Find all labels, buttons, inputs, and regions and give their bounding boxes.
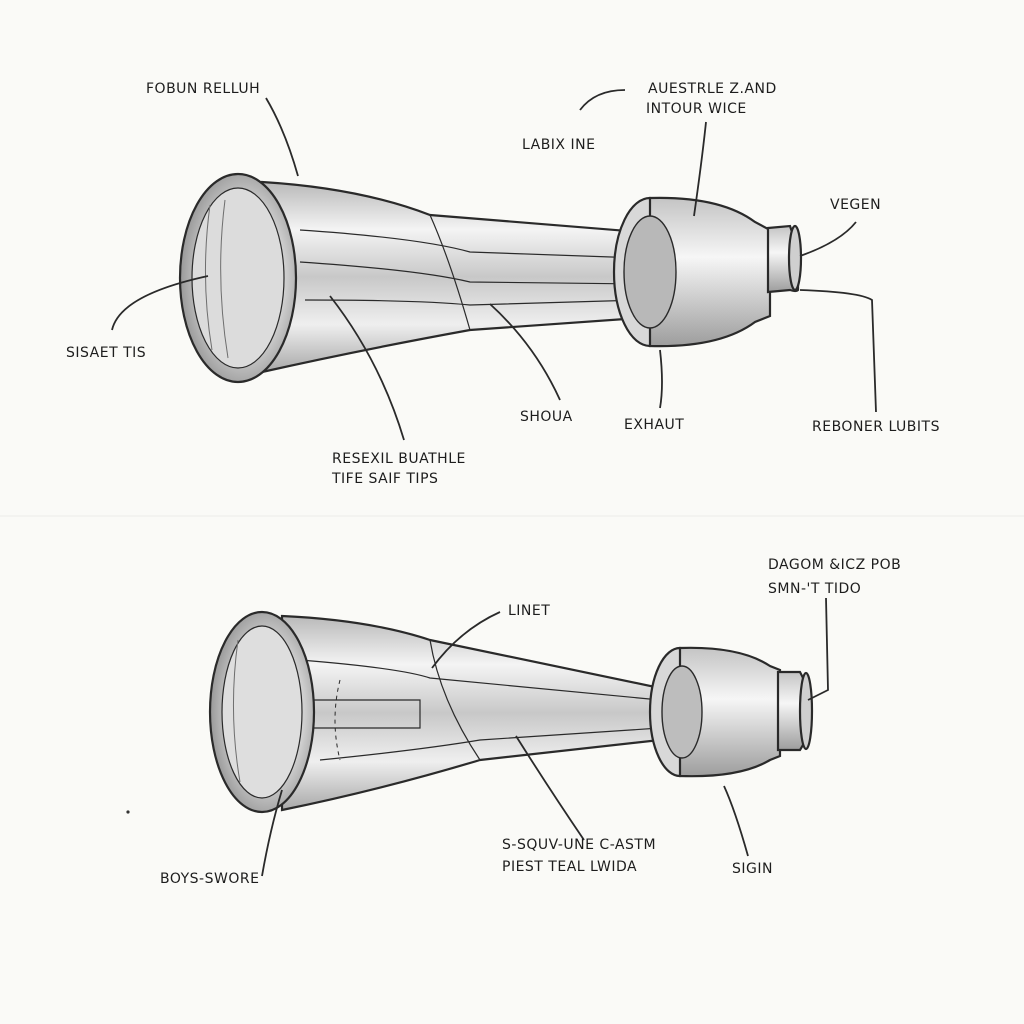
label-resexil-line1: RESEXIL BUATHLE — [332, 451, 466, 467]
label-dagom-line2: SMN-'T TIDO — [768, 581, 862, 597]
label-fobun-relluh: FOBUN RELLUH — [146, 81, 261, 97]
top-pipe-body — [260, 180, 642, 374]
label-shoua: SHOUA — [520, 409, 573, 425]
label-reboner-lubits: REBONER LUBITS — [812, 419, 940, 435]
label-auestrle-line2: INTOUR WICE — [646, 101, 747, 117]
label-boys-swore: BOYS-SWORE — [160, 871, 260, 887]
bottom-muffler — [678, 646, 782, 778]
label-vegen: VEGEN — [830, 197, 882, 213]
label-sigin: SIGIN — [732, 861, 773, 877]
ink-dot — [126, 810, 130, 814]
label-labix-ine: LABIX INE — [522, 137, 596, 153]
label-auestrle-line1: AUESTRLE Z.AND — [648, 81, 777, 97]
label-squv-line2: PIEST TEAL LWIDA — [502, 859, 638, 875]
label-exhaut: EXHAUT — [624, 417, 685, 433]
bottom-leader-lines — [261, 597, 829, 877]
label-resexil-line2: TIFE SAIF TIPS — [332, 471, 439, 487]
top-exhaust-pipe — [178, 172, 803, 384]
bottom-pipe-body — [280, 614, 662, 812]
label-squv-line1: S-SQUV-UNE C-ASTM — [502, 837, 657, 853]
top-leader-lines — [111, 89, 877, 441]
bottom-exhaust-pipe — [208, 610, 814, 814]
label-sisaet-tis: SISAET TIS — [66, 345, 147, 361]
label-dagom-line1: DAGOM &ICZ POB — [768, 557, 902, 573]
label-linet: LINET — [508, 603, 551, 619]
